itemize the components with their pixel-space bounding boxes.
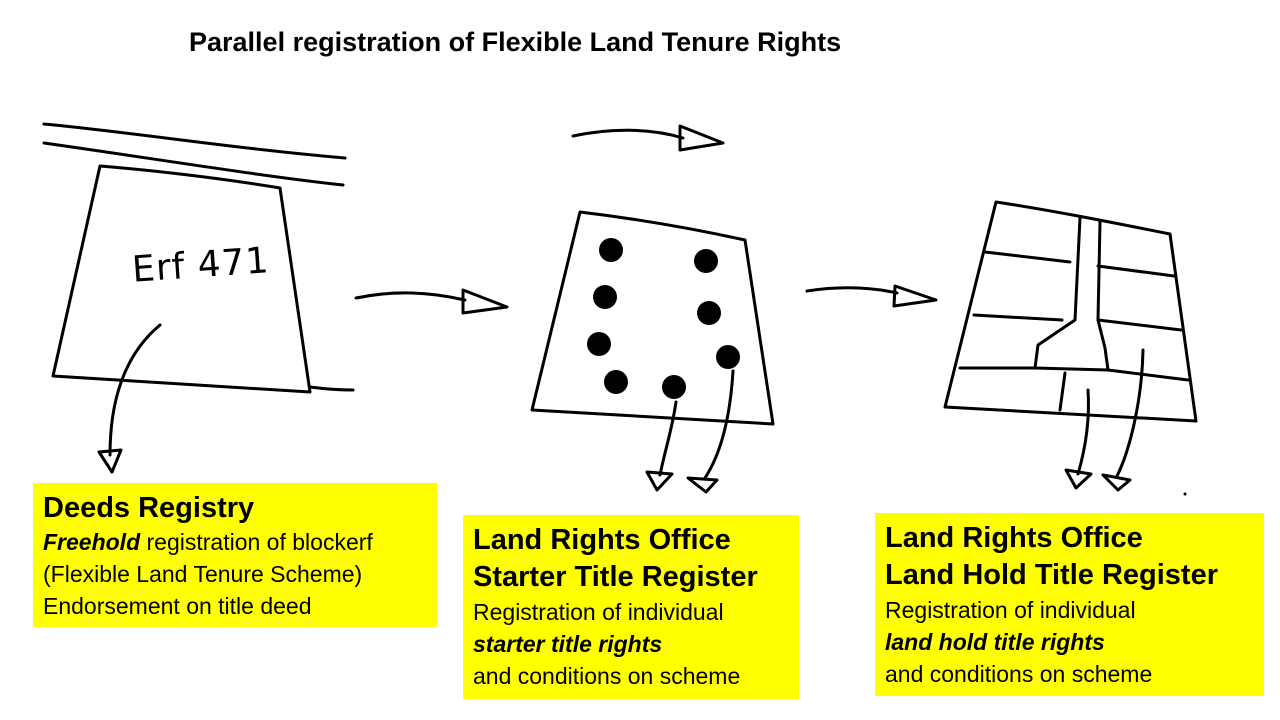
- landhold-boundary: [943, 200, 1198, 423]
- landhold-heading-1: Land Rights Office: [885, 522, 1143, 554]
- slide-title: Parallel registration of Flexible Land T…: [189, 27, 842, 57]
- deeds-line-2: (Flexible Land Tenure Scheme): [43, 561, 363, 587]
- erf-parcel-sketch: Erf 471: [42, 122, 355, 474]
- starter-line-1: Registration of individual: [473, 599, 724, 625]
- erf-down-arrowhead: [97, 448, 123, 474]
- landhold-arrowhead-a: [1064, 468, 1093, 490]
- landhold-arrow-b: [1115, 348, 1145, 478]
- landhold-parcel-sketch: [943, 200, 1198, 496]
- starter-arrowhead-a: [645, 470, 674, 492]
- erf-boundary: [51, 164, 312, 394]
- arrow-2-line: [805, 286, 899, 295]
- starter-arrowhead-b: [686, 476, 719, 494]
- starter-title-box: Land Rights Office Starter Title Registe…: [463, 515, 799, 699]
- starter-arrow-a: [658, 400, 678, 477]
- deeds-line-3: Endorsement on title deed: [43, 593, 312, 619]
- deeds-heading: Deeds Registry: [43, 492, 255, 524]
- arrow-top-head: [678, 124, 725, 152]
- starter-plots: [587, 238, 740, 399]
- landhold-heading-2: Land Hold Title Register: [885, 559, 1219, 591]
- arrow-1-head: [461, 288, 509, 315]
- arrow-2-head: [892, 284, 938, 308]
- deeds-freehold-emph: Freehold: [43, 529, 141, 555]
- starter-boundary: [530, 210, 775, 426]
- arrow-1-line: [354, 291, 467, 302]
- landhold-line-3: and conditions on scheme: [885, 661, 1153, 687]
- arrow-top-line: [571, 128, 685, 140]
- landhold-line-1: Registration of individual: [885, 597, 1136, 623]
- landhold-arrow-a: [1076, 388, 1090, 476]
- deeds-line-1-rest: registration of blockerf: [140, 529, 373, 555]
- deeds-registry-box: Deeds Registry Freehold registration of …: [33, 483, 437, 627]
- landhold-line-2: land hold title rights: [885, 629, 1105, 655]
- road-edge-right-stub: [308, 385, 355, 392]
- deeds-line-1: Freehold registration of blockerf: [43, 526, 427, 558]
- starter-heading-2: Starter Title Register: [473, 561, 758, 593]
- landhold-title-box: Land Rights Office Land Hold Title Regis…: [875, 513, 1264, 696]
- starter-parcel-sketch: [530, 210, 775, 494]
- starter-line-3: and conditions on scheme: [473, 663, 741, 689]
- road-edge-top: [42, 122, 347, 160]
- erf-down-arrow: [108, 323, 162, 457]
- road-edge-bottom: [42, 141, 345, 187]
- erf-label: Erf 471: [131, 240, 271, 290]
- flow-arrows: [354, 124, 938, 315]
- starter-heading-1: Land Rights Office: [473, 524, 731, 556]
- starter-line-2: starter title rights: [473, 631, 663, 657]
- landhold-arrowhead-b: [1101, 473, 1132, 492]
- landhold-access-road: [1033, 216, 1110, 372]
- starter-arrow-b: [703, 369, 735, 480]
